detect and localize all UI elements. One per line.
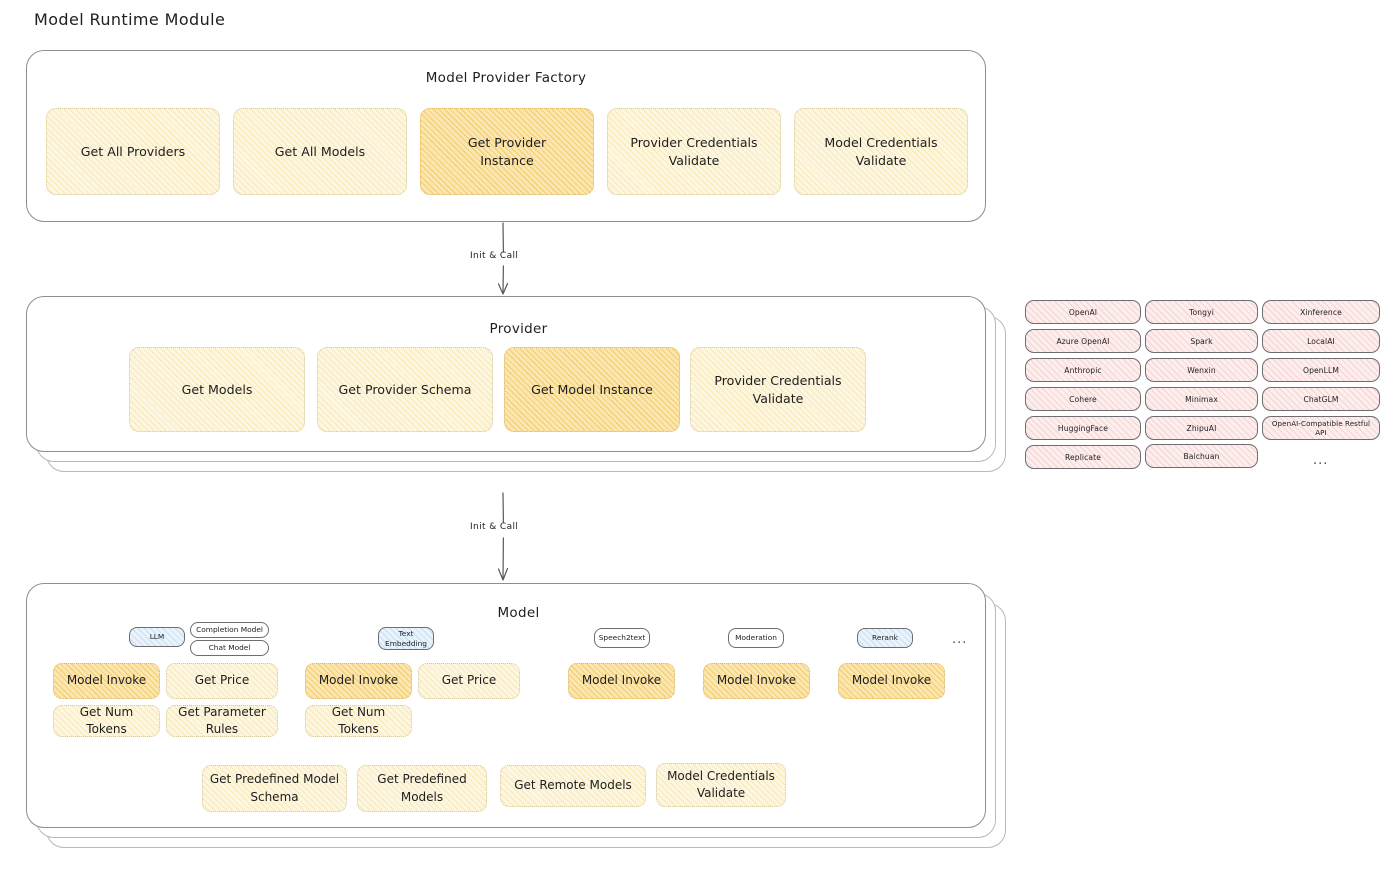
- connector-provider-to-model: Init & Call: [455, 492, 575, 588]
- provider-chip-minimax[interactable]: Minimax: [1145, 387, 1258, 411]
- provider-chip-zhipuai[interactable]: ZhipuAI: [1145, 416, 1258, 440]
- llm-method-get-num-tokens[interactable]: Get Num Tokens: [53, 705, 160, 737]
- provider-chip-anthropic[interactable]: Anthropic: [1025, 358, 1141, 382]
- moderation-method-model-invoke[interactable]: Model Invoke: [703, 663, 810, 699]
- model-types-more-ellipsis: ...: [952, 632, 968, 647]
- provider-chip-huggingface[interactable]: HuggingFace: [1025, 416, 1141, 440]
- provider-box-get-provider-schema[interactable]: Get Provider Schema: [317, 347, 493, 432]
- provider-chip-openllm[interactable]: OpenLLM: [1262, 358, 1380, 382]
- provider-chip-xinference[interactable]: Xinference: [1262, 300, 1380, 324]
- provider-chip-tongyi[interactable]: Tongyi: [1145, 300, 1258, 324]
- connector-factory-to-provider: Init & Call: [455, 222, 575, 300]
- llm-method-get-price[interactable]: Get Price: [166, 663, 278, 699]
- provider-section: Provider Get Models Get Provider Schema …: [26, 296, 1011, 476]
- arrow-down-icon: [497, 492, 509, 581]
- speech2text-method-model-invoke[interactable]: Model Invoke: [568, 663, 675, 699]
- model-type-chip-moderation[interactable]: Moderation: [728, 628, 784, 648]
- text-embedding-method-model-invoke[interactable]: Model Invoke: [305, 663, 412, 699]
- provider-chip-chatglm[interactable]: ChatGLM: [1262, 387, 1380, 411]
- model-subtype-chip-completion-model[interactable]: Completion Model: [190, 622, 269, 638]
- model-section: Model LLM Completion Model Chat Model Mo…: [26, 583, 1011, 853]
- provider-chip-wenxin[interactable]: Wenxin: [1145, 358, 1258, 382]
- model-provider-factory-section: Model Provider Factory Get All Providers…: [26, 50, 986, 222]
- page-title: Model Runtime Module: [34, 10, 226, 29]
- provider-chip-openai-compatible-restful-api[interactable]: OpenAI-Compatible Restful API: [1262, 416, 1380, 440]
- provider-chip-cohere[interactable]: Cohere: [1025, 387, 1141, 411]
- model-type-chip-speech2text[interactable]: Speech2text: [594, 628, 650, 648]
- connector-label-init-and-call-1: Init & Call: [470, 251, 519, 261]
- factory-box-get-all-models[interactable]: Get All Models: [233, 108, 407, 195]
- model-provider-factory-title: Model Provider Factory: [425, 70, 587, 86]
- provider-box-get-models[interactable]: Get Models: [129, 347, 305, 432]
- provider-title: Provider: [489, 321, 548, 337]
- connector-label-init-and-call-2: Init & Call: [470, 522, 519, 532]
- provider-box-get-model-instance[interactable]: Get Model Instance: [504, 347, 680, 432]
- model-type-chip-rerank[interactable]: Rerank: [857, 628, 913, 648]
- provider-list-more-ellipsis: ...: [1313, 453, 1329, 468]
- model-common-get-remote-models[interactable]: Get Remote Models: [500, 765, 646, 807]
- provider-list: OpenAI Azure OpenAI Anthropic Cohere Hug…: [1025, 300, 1380, 475]
- model-title: Model: [497, 605, 540, 621]
- rerank-method-model-invoke[interactable]: Model Invoke: [838, 663, 945, 699]
- provider-chip-spark[interactable]: Spark: [1145, 329, 1258, 353]
- provider-chip-baichuan[interactable]: Baichuan: [1145, 444, 1258, 468]
- provider-chip-azure-openai[interactable]: Azure OpenAI: [1025, 329, 1141, 353]
- provider-chip-localai[interactable]: LocalAI: [1262, 329, 1380, 353]
- arrow-down-icon: [497, 222, 509, 295]
- provider-chip-replicate[interactable]: Replicate: [1025, 445, 1141, 469]
- factory-box-get-all-providers[interactable]: Get All Providers: [46, 108, 220, 195]
- model-subtype-chip-chat-model[interactable]: Chat Model: [190, 640, 269, 656]
- model-type-chip-llm[interactable]: LLM: [129, 627, 185, 647]
- llm-method-model-invoke[interactable]: Model Invoke: [53, 663, 160, 699]
- text-embedding-method-get-price[interactable]: Get Price: [418, 663, 520, 699]
- text-embedding-method-get-num-tokens[interactable]: Get Num Tokens: [305, 705, 412, 737]
- provider-chip-openai[interactable]: OpenAI: [1025, 300, 1141, 324]
